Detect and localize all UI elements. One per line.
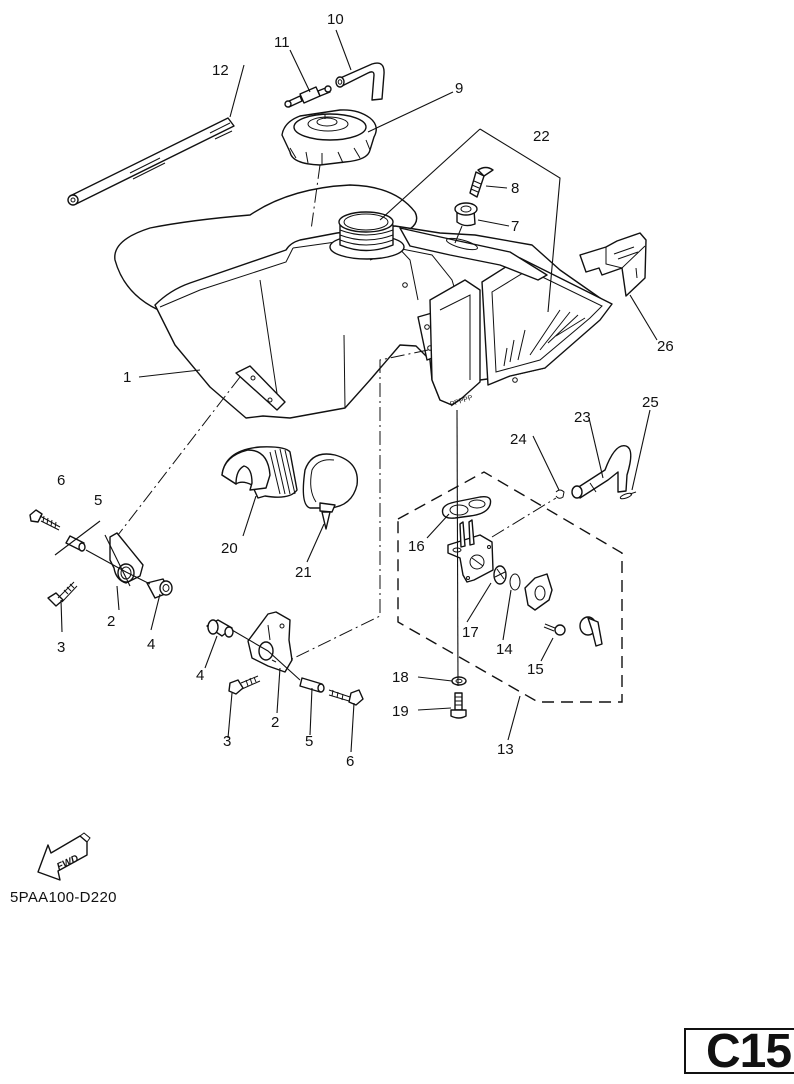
callout-6-right: 6: [346, 753, 354, 770]
callout-2-right: 2: [271, 714, 279, 731]
left-mount-alignment: [117, 376, 241, 536]
hose-joint: [284, 85, 332, 108]
callout-14: 14: [496, 641, 513, 658]
screw-8: [469, 166, 494, 198]
callout-26: 26: [657, 338, 674, 355]
callout-21: 21: [295, 564, 312, 581]
callout-8: 8: [511, 180, 519, 197]
parts-diagram: PPPPP: [29, 11, 674, 881]
clip-24: [555, 489, 565, 499]
callout-4-right: 4: [196, 667, 204, 684]
callout-6-left: 6: [57, 472, 65, 489]
screw-15: [543, 623, 566, 636]
callout-2-left: 2: [107, 613, 115, 630]
callout-11: 11: [274, 34, 290, 51]
fuel-cap: [281, 109, 377, 166]
rubber-4-left: [146, 578, 173, 599]
hose-alignment: [491, 497, 557, 538]
callout-20: 20: [221, 540, 238, 557]
collar-5-right: [299, 677, 325, 693]
bracket-26: [579, 232, 647, 297]
callout-19: 19: [392, 703, 409, 720]
callout-leaders: [54, 29, 658, 753]
grommet-7: [454, 202, 478, 227]
bolt-3-right: [228, 675, 261, 695]
page-label: C15: [706, 1025, 792, 1078]
callout-3-left: 3: [57, 639, 65, 656]
callout-25: 25: [642, 394, 659, 411]
fuel-hose-23: [571, 445, 632, 499]
collar-5-left: [65, 535, 86, 552]
lever: [579, 616, 603, 647]
callout-9: 9: [455, 80, 463, 97]
callout-3-right: 3: [223, 733, 231, 750]
callout-5-left: 5: [94, 492, 102, 509]
washer-18: [451, 676, 467, 686]
bolt-3-left: [47, 581, 78, 607]
callout-15: 15: [527, 661, 544, 678]
gasket-16: [441, 495, 492, 519]
cap-alignment-line: [310, 164, 321, 231]
callout-16: 16: [408, 538, 425, 555]
plate: [524, 573, 553, 611]
band-21: [302, 453, 359, 530]
rubber-4-right: [206, 619, 234, 638]
callout-4-left: 4: [147, 636, 155, 653]
callout-22: 22: [533, 128, 550, 145]
callout-7: 7: [511, 218, 519, 235]
clip-25: [619, 491, 637, 500]
callout-13: 13: [497, 741, 514, 758]
callout-18: 18: [392, 669, 409, 686]
fuel-cock-body: [447, 519, 494, 583]
bolt-6-left: [29, 509, 61, 531]
fuel-tank: PPPPP: [114, 184, 613, 419]
callout-12: 12: [212, 62, 229, 79]
fuel-cock-axis: [456, 409, 459, 687]
callout-23: 23: [574, 409, 591, 426]
right-bolt-axis: [231, 629, 301, 681]
fuel-cock-assembly-outline: [397, 471, 623, 703]
page-label-box: [684, 1028, 794, 1074]
o-ring-14: [509, 573, 521, 591]
fwd-arrow-icon: FWD: [37, 832, 91, 881]
callout-labels: 1 2 2 3 3 4 4 5 5 6 6 7 8 9 10 11 12 13 …: [57, 11, 674, 770]
left-mount-bracket: [109, 532, 144, 584]
breather-hose-long: [67, 117, 235, 206]
callout-24: 24: [510, 431, 527, 448]
bolt-19: [450, 692, 467, 719]
right-mount-bracket: [247, 611, 293, 673]
left-bolt-axis: [85, 549, 151, 585]
grommet-alignment-line: [454, 225, 463, 244]
right-mount-alignment: [289, 349, 429, 661]
breather-hose-bent: [335, 62, 385, 101]
filter-17: [493, 565, 507, 585]
drawing-code: 5PAA100-D220: [10, 889, 117, 906]
callout-17: 17: [462, 624, 479, 641]
callout-5-right: 5: [305, 733, 313, 750]
damper-20: [221, 446, 298, 499]
callout-1: 1: [123, 369, 131, 386]
bolt-6-right: [328, 689, 364, 706]
callout-10: 10: [327, 11, 344, 28]
